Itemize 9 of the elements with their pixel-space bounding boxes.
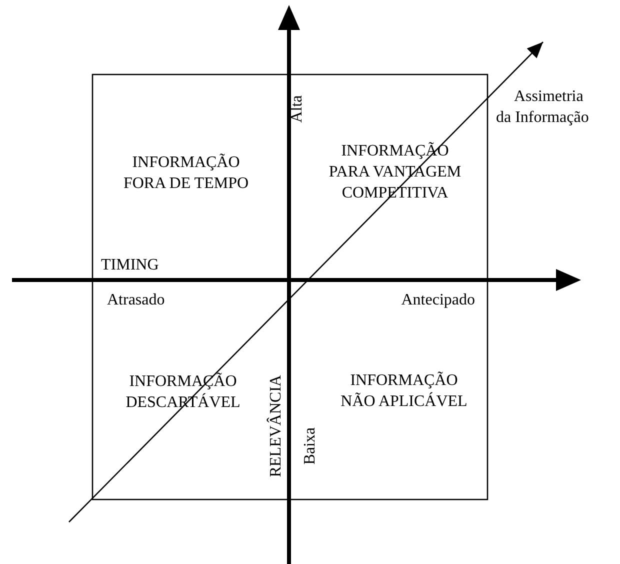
axis-label: RELEVÂNCIA (266, 374, 286, 478)
axis-value-label: Atrasado (107, 290, 165, 310)
axis-value-label: Baixa (300, 427, 320, 465)
axis-label: Assimetria da Informação (496, 87, 590, 128)
quadrant-label: INFORMAÇÃO FORA DE TEMPO (122, 152, 250, 194)
axis-value-label: Alta (288, 95, 306, 123)
axis-value-label: Antecipado (401, 290, 475, 310)
quadrant-label: INFORMAÇÃO NÃO APLICÁVEL (340, 370, 468, 412)
axis-label: TIMING (101, 256, 159, 276)
